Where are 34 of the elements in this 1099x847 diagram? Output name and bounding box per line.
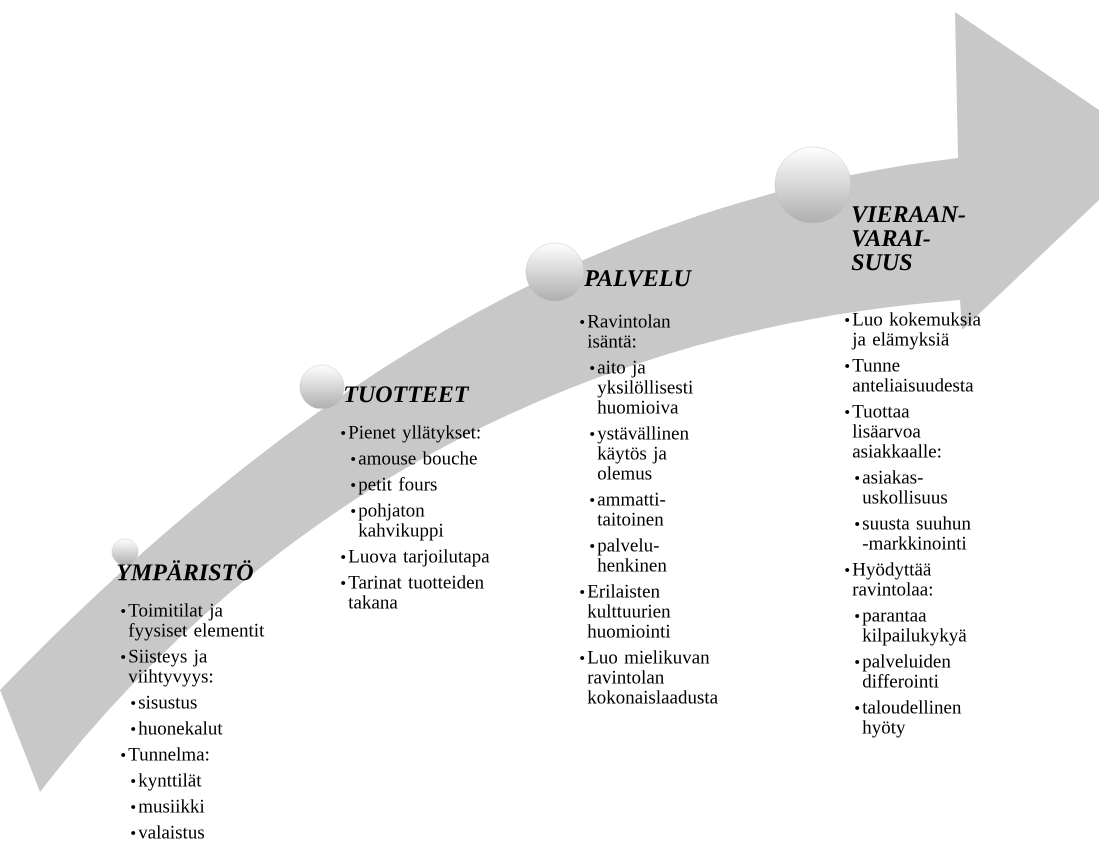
list-item: Hyödyttää ravintolaa: bbox=[845, 562, 932, 596]
heading: PALVELU bbox=[584, 270, 692, 287]
list-item: taloudellinen hyöty bbox=[855, 700, 962, 738]
heading: YMPÄRISTÖ bbox=[117, 560, 253, 581]
list-item: Ravintolan isäntä: bbox=[580, 314, 671, 348]
list-item: Tunnelma: bbox=[121, 747, 209, 761]
list-item: Luo kokemuksia ja elämyksiä bbox=[845, 312, 981, 350]
list-item: palveluiden differointi bbox=[855, 654, 951, 688]
list-item: Toimitilat ja fyysiset elementit bbox=[121, 603, 265, 641]
list-item: Erilaisten kulttuurien huomiointi bbox=[580, 584, 671, 638]
list-item: valaistus bbox=[131, 825, 205, 839]
list-item: Luo mielikuvan ravintolan kokonaislaadusta bbox=[580, 650, 718, 704]
list-item: parantaa kilpailukykyä bbox=[855, 610, 967, 646]
list-item: Luova tarjoilutapa bbox=[341, 549, 490, 567]
list-item: kynttilät bbox=[131, 773, 202, 791]
list-item: pohjaton kahvikuppi bbox=[351, 503, 444, 541]
list-item: suusta suuhun -markkinointi bbox=[855, 516, 971, 550]
list-item: Siisteys ja viihtyvyys: bbox=[121, 649, 213, 687]
list-item: Tunne anteliaisuudesta bbox=[845, 358, 974, 392]
list-item: aito ja yksilöllisesti huomioiva bbox=[590, 360, 693, 414]
list-item: amouse bouche bbox=[351, 451, 477, 465]
list-item: ammatti-taitoinen bbox=[590, 492, 666, 526]
list-item: petit fours bbox=[351, 477, 437, 495]
heading: VIERAAN-VARAI-SUUS bbox=[851, 206, 966, 271]
list-item: huonekalut bbox=[131, 721, 223, 735]
list-item: palvelu-henkinen bbox=[590, 538, 667, 572]
list-item: musiikki bbox=[131, 799, 205, 813]
heading: TUOTTEET bbox=[344, 386, 470, 403]
list-item: Pienet yllätykset: bbox=[341, 425, 480, 443]
list-item: Tuottaa lisäarvoa asiakkaalle: bbox=[845, 404, 941, 458]
list-item: ystävällinen käytös ja olemus bbox=[590, 426, 689, 480]
list-item: sisustus bbox=[131, 695, 197, 709]
list-item: Tarinat tuotteiden takana bbox=[341, 575, 484, 609]
list-item: asiakas-uskollisuus bbox=[855, 470, 948, 504]
